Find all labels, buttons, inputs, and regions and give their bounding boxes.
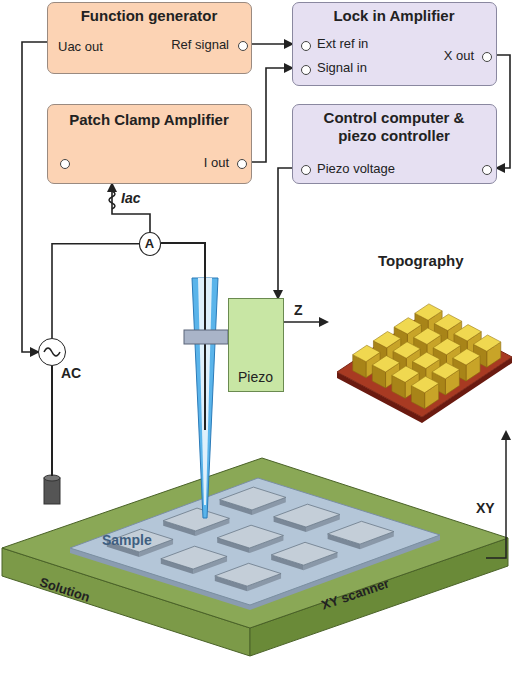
box-label: Ext ref in <box>317 36 368 52</box>
topography-cube <box>414 328 441 344</box>
port-terminal <box>301 65 311 75</box>
figure-title: Topography <box>378 252 464 270</box>
ground-electrode <box>44 478 60 504</box>
topography-cube <box>394 318 421 334</box>
box-label: A <box>145 236 154 252</box>
topography-cube <box>411 376 438 392</box>
box-label: X out <box>444 48 474 64</box>
ac-source-symbol: AC <box>38 338 66 366</box>
topography-cube <box>372 356 399 372</box>
box-title: Patch Clamp Amplifier <box>69 111 228 129</box>
instrument-box: Patch Clamp Amplifier I out <box>47 104 252 184</box>
instrument-box: Lock in AmplifierExt ref in Signal in X ou… <box>292 2 497 86</box>
connector <box>497 55 510 168</box>
connector <box>112 184 150 232</box>
axis-label: XY <box>476 500 495 517</box>
sample-tile <box>271 542 337 565</box>
sample-tile <box>328 521 394 544</box>
xy-arrow <box>486 432 506 558</box>
sample-tile <box>274 504 340 527</box>
part-label: Sample <box>102 532 152 549</box>
connector <box>252 68 292 162</box>
topography-cube <box>373 331 400 347</box>
topography-cube <box>353 345 380 361</box>
topography-cube <box>454 325 481 341</box>
topography-cube <box>433 338 460 354</box>
wire <box>51 366 53 476</box>
box-title: Function generator <box>81 7 218 25</box>
topography-cube <box>413 352 440 368</box>
topography-cube <box>432 363 459 379</box>
topography-cube <box>392 366 419 382</box>
axis-label: Z <box>294 302 303 319</box>
port-terminal <box>482 165 492 175</box>
box-label: Piezo voltage <box>317 161 395 177</box>
sine-symbol <box>38 338 66 366</box>
connector <box>278 168 292 298</box>
topography-cube <box>434 314 461 330</box>
pipette-holder <box>184 330 228 344</box>
connector <box>252 43 292 45</box>
box-title: Control computer & piezo controller <box>304 109 484 145</box>
connector <box>22 42 47 352</box>
port-terminal <box>237 159 247 169</box>
sample-tile <box>215 563 281 586</box>
box-title: Lock in Amplifier <box>333 7 454 25</box>
connector <box>52 244 139 338</box>
topography-cube <box>393 342 420 358</box>
instrument-box: Function generatorUac out Ref signal <box>47 2 252 74</box>
box-label: Signal in <box>317 60 367 76</box>
scanner-top <box>2 458 508 628</box>
instrument-box: Control computer & piezo controllerPiezo… <box>292 104 497 184</box>
box-label: AC <box>61 365 81 382</box>
sample-tile <box>161 546 227 569</box>
topography-base <box>337 312 512 417</box>
electrode-wire <box>204 270 206 430</box>
sample-tile <box>220 487 286 510</box>
box-label: Uac out <box>58 39 103 55</box>
sample-tile <box>163 508 229 531</box>
port-terminal <box>60 159 70 169</box>
topography-cube <box>474 335 501 351</box>
box-label: Ref signal <box>171 37 229 53</box>
port-terminal <box>482 52 492 62</box>
signal-label: Iac <box>120 190 141 207</box>
topography-cube <box>453 349 480 365</box>
piezo-box: Piezo <box>228 298 284 392</box>
z-arrow <box>284 321 327 323</box>
port-terminal <box>301 41 311 51</box>
sample-tile <box>217 525 283 548</box>
box-label: I out <box>204 155 229 171</box>
ammeter-symbol: A <box>139 232 161 256</box>
box-label: Piezo <box>238 369 273 386</box>
port-terminal <box>301 165 311 175</box>
topography-cube <box>415 304 442 320</box>
port-terminal <box>238 41 248 51</box>
